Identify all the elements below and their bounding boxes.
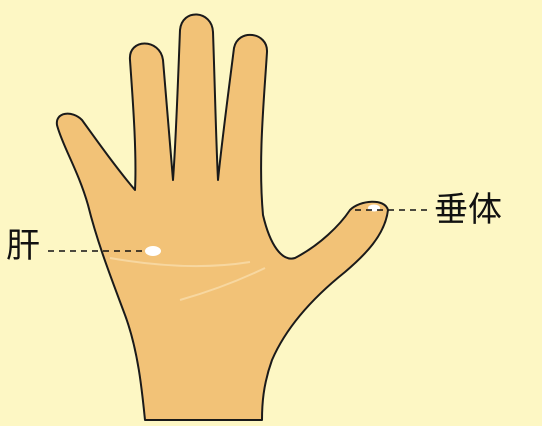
liver-point-marker <box>145 246 161 256</box>
label-pituitary: 垂体 <box>434 193 502 227</box>
label-liver: 肝 <box>6 229 40 263</box>
